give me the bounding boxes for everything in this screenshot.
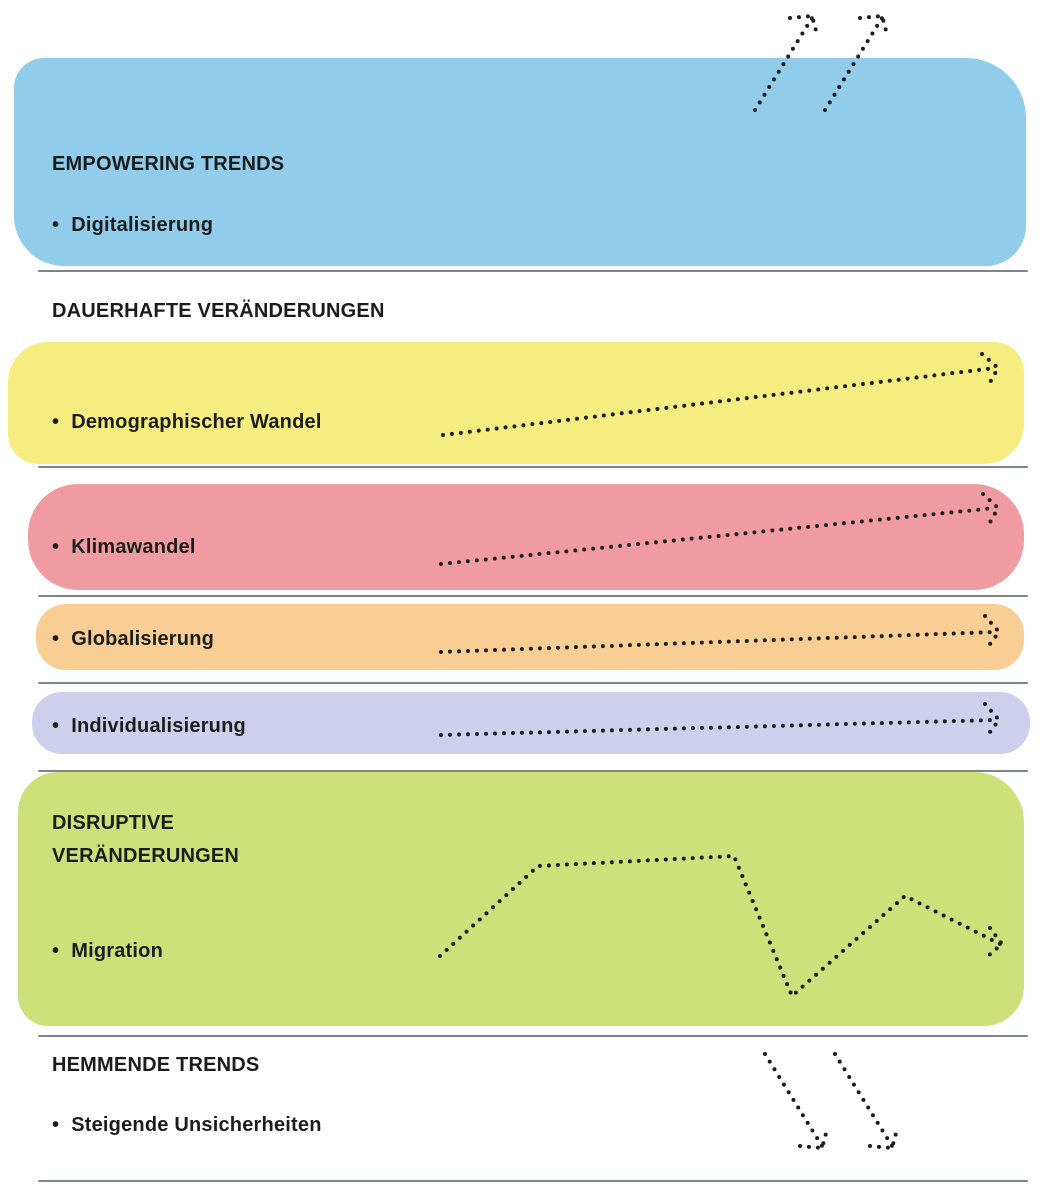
dotted-arrow-down-icon [765,1054,828,1148]
dotted-zigzag-arrow-icon [440,856,1002,996]
dotted-arrow-up-icon [825,16,888,110]
dotted-arrow-up-icon [755,16,818,110]
dotted-arrow-right-icon [441,616,999,652]
dotted-arrow-right-icon [441,704,999,736]
dotted-arrow-down-icon [835,1054,898,1148]
dotted-arrow-right-icon [441,494,998,564]
dotted-arrow-right-icon [443,354,998,435]
